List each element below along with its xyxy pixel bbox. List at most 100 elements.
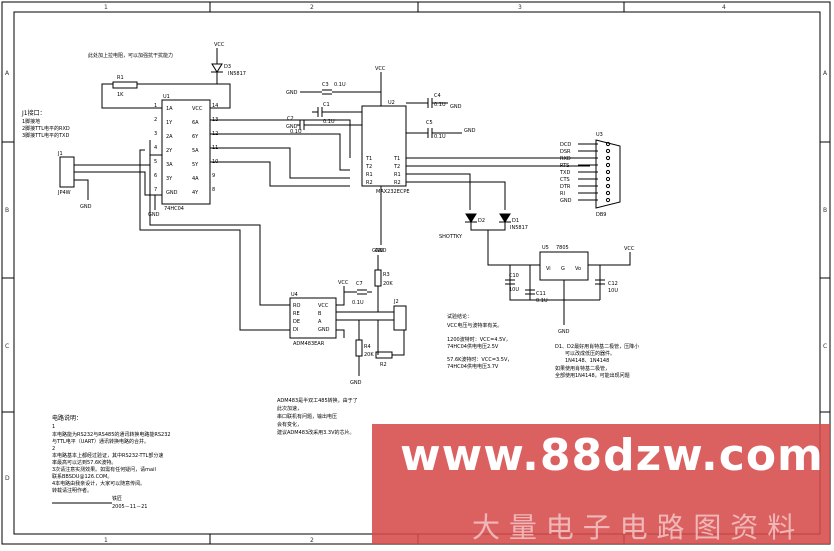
svg-text:本电路能为RS232与RS485的通讯转换电路能RS232: 本电路能为RS232与RS485的通讯转换电路能RS232 — [52, 431, 171, 438]
u1-pin-left-label: 1Y — [166, 120, 173, 126]
svg-text:2脚接TTL电平的RXD: 2脚接TTL电平的RXD — [22, 125, 70, 132]
watermark-banner: www.88dzw.com 大 量 电 子 电 路 图 资 料 — [372, 424, 830, 544]
u4-wires — [336, 255, 405, 376]
svg-text:ADM483EAR: ADM483EAR — [293, 341, 325, 347]
svg-text:1脚接地: 1脚接地 — [22, 118, 40, 125]
col-label-4-top: 4 — [722, 4, 726, 11]
svg-text:57.6K波特时：VCC=3.5V，: 57.6K波特时：VCC=3.5V， — [447, 356, 512, 363]
u1-pin-right-number: 8 — [212, 187, 215, 193]
svg-text:D2: D2 — [478, 218, 485, 224]
svg-text:0.1U: 0.1U — [290, 129, 302, 135]
gnd-label-c4: GND — [450, 104, 462, 110]
svg-text:74HC04供电电压3.7V: 74HC04供电电压3.7V — [447, 363, 499, 370]
col-label-3-top: 3 — [518, 4, 522, 11]
watermark-url: www.88dzw.com — [400, 430, 824, 481]
gnd-label-c3: GND — [286, 90, 298, 96]
svg-text:此次加速，: 此次加速， — [277, 405, 302, 412]
note-diodes: D1、D2最好用肖特基二极管，压降小 可以改成低压的器件。 1N4148、1N4… — [555, 343, 639, 379]
row-label-a-right: A — [823, 70, 828, 77]
u1-pin-left-number: 7 — [154, 187, 157, 193]
u1-pin-right-label: 5Y — [192, 162, 199, 168]
svg-text:本电路基本上都经过验证，其中RS232-TTL部分速: 本电路基本上都经过验证，其中RS232-TTL部分速 — [52, 452, 163, 459]
db9-pin-dot — [605, 190, 611, 196]
svg-text:Vo: Vo — [575, 266, 581, 272]
r4-resistor: R4 20K — [355, 339, 374, 358]
svg-text:1: 1 — [52, 424, 55, 430]
svg-text:转载请注明作者。: 转载请注明作者。 — [52, 487, 92, 494]
svg-text:C3: C3 — [322, 82, 329, 88]
svg-text:U4: U4 — [291, 292, 298, 298]
svg-text:DB9: DB9 — [596, 212, 606, 218]
svg-text:2005－11－21: 2005－11－21 — [112, 504, 147, 510]
u4-pin-right-label: B — [318, 311, 322, 317]
db9-pin-dot — [605, 176, 611, 182]
svg-text:如果使用肖特基二极管，: 如果使用肖特基二极管， — [555, 365, 610, 372]
col-label-2-top: 2 — [310, 4, 314, 11]
cap-c3: C3 0.1U — [322, 82, 346, 95]
row-label-d: D — [5, 475, 10, 482]
svg-text:C10: C10 — [509, 273, 519, 279]
svg-text:0.1U: 0.1U — [434, 102, 446, 108]
svg-text:U2: U2 — [388, 100, 395, 106]
svg-text:4本电路由我亲设计，大家可以随意传阅。: 4本电路由我亲设计，大家可以随意传阅。 — [52, 480, 145, 487]
svg-text:U5: U5 — [542, 245, 549, 251]
svg-text:R3: R3 — [383, 272, 390, 278]
db9-pin-label: CTS — [560, 177, 570, 183]
db9-pin-dot — [605, 148, 611, 154]
note-j1: J1接口： 1脚接地 2脚接TTL电平的RXD 3脚接TTL电平的TXD — [21, 109, 70, 139]
u2-pin-left-label: T1 — [365, 156, 372, 162]
svg-text:U1: U1 — [163, 94, 170, 100]
svg-text:试验结论：: 试验结论： — [447, 313, 472, 320]
svg-text:0.1U: 0.1U — [434, 134, 446, 140]
svg-text:J2: J2 — [393, 299, 399, 305]
row-label-c: C — [5, 343, 9, 350]
db9-pin-dot — [605, 183, 611, 189]
watermark-cn: 大 量 电 子 电 路 图 资 料 — [472, 511, 796, 544]
d1-diode: D1 IN5817 — [499, 213, 528, 231]
u1-pin-right-label: 4Y — [192, 190, 199, 196]
svg-text:74HC04供电电压2.5V: 74HC04供电电压2.5V — [447, 343, 499, 350]
note-adm483: ADM483是半双工485转换，由于了 此次加速， 串口联机有问题，输出电压 会… — [277, 397, 358, 436]
row-label-b: B — [5, 207, 9, 214]
u1-pin-left-number: 6 — [154, 173, 157, 179]
svg-text:0.1U: 0.1U — [352, 300, 364, 306]
svg-text:C11: C11 — [536, 291, 546, 297]
svg-text:铁匠: 铁匠 — [112, 495, 122, 502]
col-label-1-top: 1 — [104, 4, 108, 11]
d2-diode: D2 SHOTTKY — [439, 213, 485, 240]
u2-pin-left-label: R1 — [366, 172, 373, 178]
cap-c1: C1 0.1U — [317, 102, 335, 125]
svg-text:Vi: Vi — [546, 266, 551, 272]
svg-text:C12: C12 — [608, 281, 618, 287]
svg-text:74HC04: 74HC04 — [164, 206, 184, 212]
note-test: 试验结论： VCC电压与波特率有关。 1200波特时：VCC=4.5V， 74H… — [447, 313, 512, 370]
svg-text:1N4148、1N4148: 1N4148、1N4148 — [565, 358, 609, 364]
u4-pin-left-label: DE — [293, 319, 300, 325]
svg-text:C1: C1 — [323, 102, 330, 108]
u1-pin-left-label: GND — [166, 190, 178, 196]
svg-text:联系BBSDU@126.COM。: 联系BBSDU@126.COM。 — [52, 473, 112, 480]
r1-resistor: R1 1K — [112, 75, 138, 98]
db9-pin-label: RXD — [560, 156, 571, 162]
svg-text:率最高可以达到57.6K波特。: 率最高可以达到57.6K波特。 — [52, 459, 116, 466]
u2-pin-left-label: R2 — [366, 180, 373, 186]
u4-pin-left-label: DI — [293, 327, 298, 333]
db9-pin-label: RI — [560, 191, 565, 197]
cap-c11: C11 0.1U — [525, 289, 548, 304]
col-label-2-bottom: 2 — [310, 537, 314, 544]
u1-pin-left-label: 3A — [166, 162, 173, 168]
svg-text:D1: D1 — [512, 218, 519, 224]
cap-c10: C10 10U — [505, 273, 519, 293]
svg-text:10U: 10U — [509, 287, 519, 293]
svg-text:7805: 7805 — [556, 245, 569, 251]
db9-pin-label: RTS — [560, 163, 569, 169]
u2-pin-right-label: T1 — [393, 156, 400, 162]
u1-signal-wires — [139, 119, 351, 331]
svg-text:JP4W: JP4W — [57, 190, 71, 196]
u2-cap-wires — [297, 91, 462, 134]
svg-text:IN5817: IN5817 — [510, 225, 528, 231]
db9-pin-dot — [605, 169, 611, 175]
